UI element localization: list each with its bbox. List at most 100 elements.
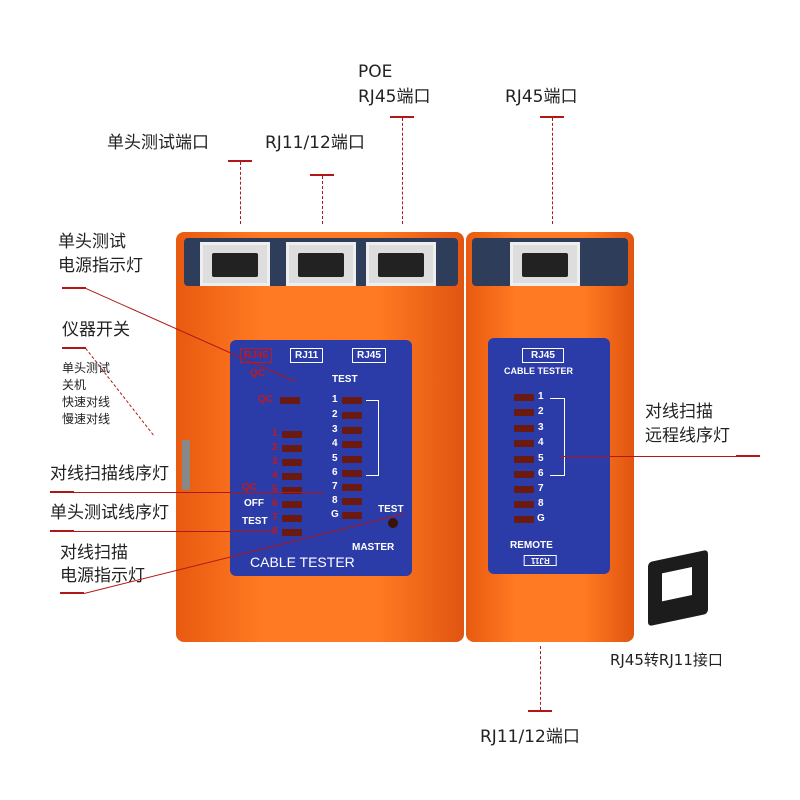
brand-label: CABLE TESTER (250, 554, 355, 570)
remote-led (514, 501, 534, 508)
remote-led (514, 471, 534, 478)
remote-led-label: 4 (538, 437, 544, 448)
right-led (342, 427, 362, 434)
remote-rj11-label: RJ11 (524, 555, 557, 566)
remote-led-label: 5 (538, 453, 544, 464)
right-led-label: 4 (332, 438, 338, 449)
left-led (282, 501, 302, 508)
switch-test-label: TEST (242, 516, 268, 527)
left-led-label: 7 (272, 512, 278, 523)
left-led (282, 459, 302, 466)
switch-off-label: OFF (244, 498, 264, 509)
remote-led-label: 7 (538, 483, 544, 494)
remote-led (514, 394, 534, 401)
left-led-label: 1 (272, 428, 278, 439)
callout-poe: POE (358, 62, 393, 82)
right-led (342, 484, 362, 491)
right-led-label: 6 (332, 467, 338, 478)
right-led (342, 456, 362, 463)
callout-remote-sequence-led-1: 对线扫描 (645, 402, 713, 422)
remote-led (514, 516, 534, 523)
remote-led (514, 409, 534, 416)
remote-panel: RJ45 CABLE TESTER 1 2 3 4 5 6 7 8 G REMO… (488, 338, 610, 574)
switch-mode-single-test: 单头测试 (62, 361, 111, 375)
callout-rj11-port-top: RJ11/12端口 (265, 133, 365, 153)
callout-remote-rj45-port: RJ45端口 (505, 87, 578, 107)
qc-power-led (280, 397, 300, 404)
test-rj45-label: RJ45 (352, 348, 386, 363)
callout-scan-power-led-2: 电源指示灯 (60, 566, 145, 586)
pair-brackets (366, 400, 379, 476)
remote-title: CABLE TESTER (504, 366, 574, 376)
test-rj11-label: RJ11 (290, 348, 324, 363)
single-test-port[interactable] (200, 242, 270, 286)
master-label: MASTER (352, 542, 395, 553)
right-led-label: 7 (332, 481, 338, 492)
right-led-label: 1 (332, 394, 338, 405)
remote-led-label: 6 (538, 468, 544, 479)
callout-adapter: RJ45转RJ11接口 (610, 651, 723, 669)
switch-mode-off: 关机 (62, 378, 87, 392)
right-led-label: 5 (332, 453, 338, 464)
left-led-label: 4 (272, 470, 278, 481)
left-led (282, 445, 302, 452)
remote-led-label: 3 (538, 422, 544, 433)
switch-mode-slow: 慢速对线 (62, 412, 111, 426)
remote-led-label: 1 (538, 391, 544, 402)
remote-rj45-port[interactable] (510, 242, 580, 286)
rj45-qc-label: RJ45 (240, 348, 272, 363)
right-led-label: 3 (332, 424, 338, 435)
callout-poe-rj45-port: RJ45端口 (358, 87, 431, 107)
rj11-port[interactable] (286, 242, 356, 286)
callout-single-sequence-led: 单头测试线序灯 (50, 503, 169, 523)
rj45-rj11-adapter (648, 549, 708, 627)
left-led (282, 473, 302, 480)
callout-scan-sequence-led: 对线扫描线序灯 (50, 464, 169, 484)
left-led (282, 529, 302, 536)
switch-mode-fast: 快速对线 (62, 395, 111, 409)
remote-led (514, 440, 534, 447)
callout-remote-sequence-led-2: 远程线序灯 (645, 426, 730, 446)
right-led-label: G (331, 509, 339, 520)
test-label: TEST (332, 374, 358, 385)
test-button-label: TEST (378, 504, 404, 515)
right-led (342, 397, 362, 404)
remote-led (514, 456, 534, 463)
callout-single-test-port: 单头测试端口 (107, 133, 209, 153)
callout-power-switch: 仪器开关 (62, 320, 130, 340)
remote-led-label: G (537, 513, 545, 524)
remote-rj45-label: RJ45 (522, 348, 564, 363)
right-led (342, 441, 362, 448)
left-led (282, 431, 302, 438)
right-led-label: 8 (332, 495, 338, 506)
remote-led (514, 486, 534, 493)
remote-led-label: 2 (538, 406, 544, 417)
test-button[interactable] (388, 518, 398, 528)
callout-scan-power-led-1: 对线扫描 (60, 543, 128, 563)
left-led-label: 3 (272, 456, 278, 467)
switch-qc-label: QC (242, 482, 257, 493)
callout-single-power-led-2: 电源指示灯 (58, 256, 143, 276)
poe-rj45-port[interactable] (366, 242, 436, 286)
left-led-label: 2 (272, 442, 278, 453)
qc-label: QC (250, 368, 265, 379)
left-led-label: 8 (272, 526, 278, 537)
power-switch[interactable] (182, 440, 190, 490)
callout-rj11-port-bottom: RJ11/12端口 (480, 727, 580, 747)
right-led (342, 512, 362, 519)
qc-led-label: QC (258, 394, 273, 405)
remote-pair-brackets (550, 398, 565, 476)
master-panel: RJ45 QC RJ11 RJ45 TEST QC 1 2 3 4 5 6 7 … (230, 340, 412, 576)
right-led (342, 412, 362, 419)
left-led (282, 515, 302, 522)
remote-led (514, 425, 534, 432)
left-led (282, 487, 302, 494)
remote-label: REMOTE (510, 540, 553, 551)
remote-led-label: 8 (538, 498, 544, 509)
callout-single-power-led-1: 单头测试 (58, 232, 126, 252)
right-led (342, 470, 362, 477)
left-led-label: 6 (272, 498, 278, 509)
right-led (342, 498, 362, 505)
right-led-label: 2 (332, 409, 338, 420)
left-led-label: 5 (272, 484, 278, 495)
